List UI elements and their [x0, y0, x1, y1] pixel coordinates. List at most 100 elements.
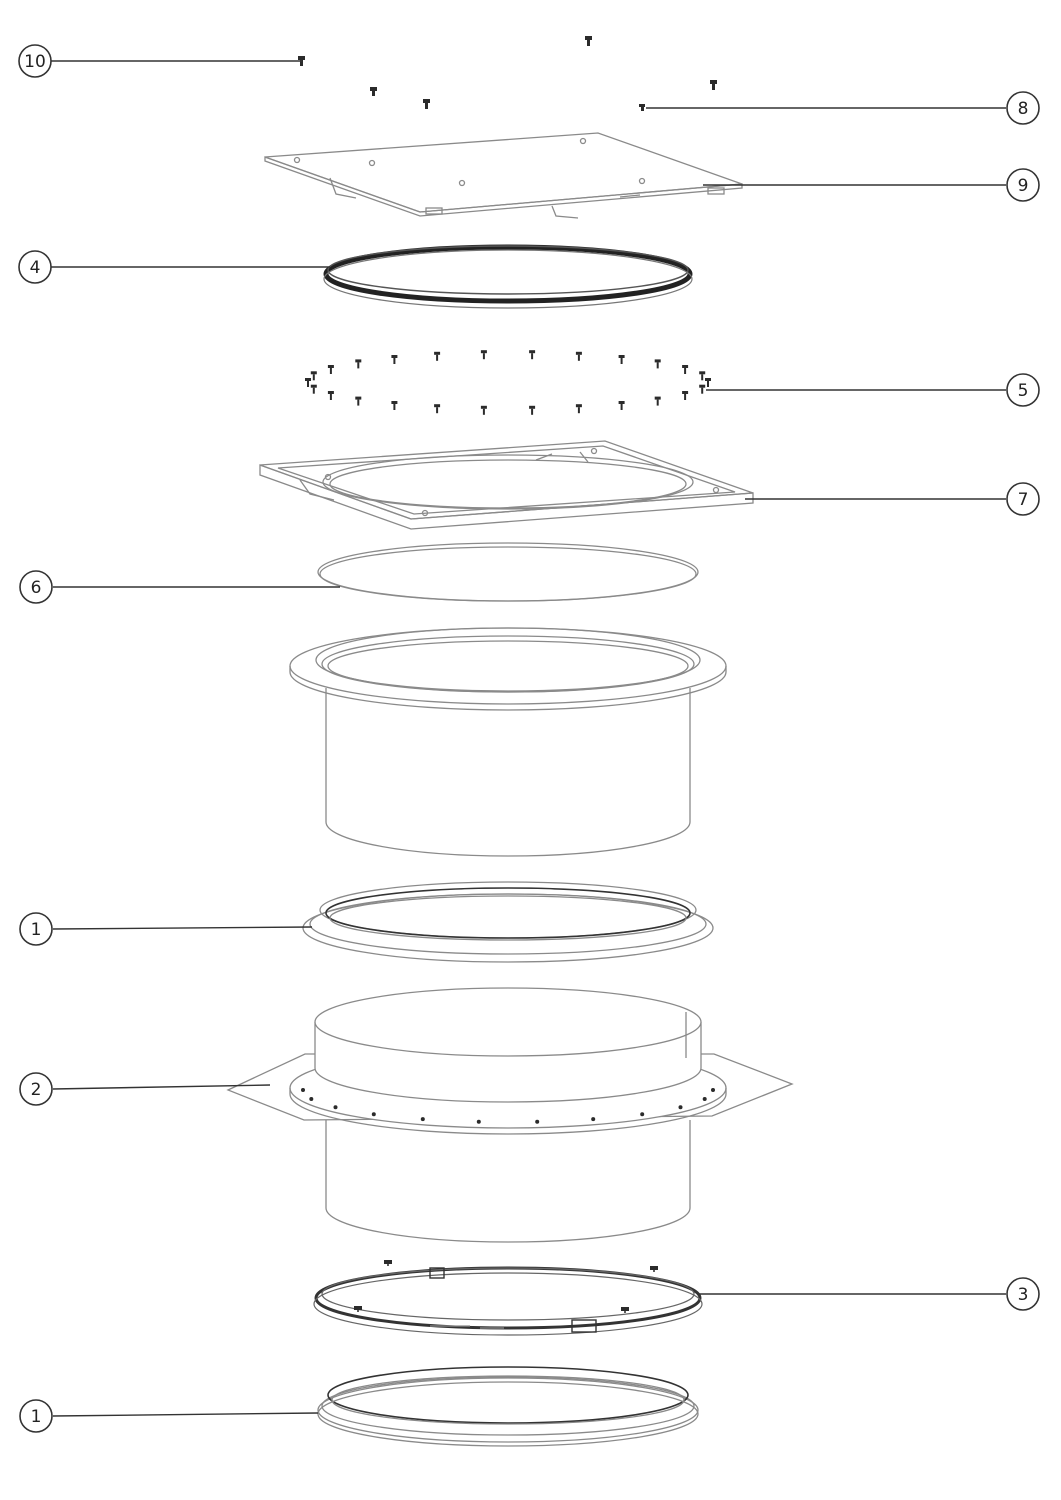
callout-4: 4 [18, 250, 52, 284]
ring-screw [699, 371, 706, 375]
leader-lines [51, 60, 1006, 1417]
flange-ring-upper [302, 881, 714, 963]
ring-screw-shank [436, 407, 439, 414]
callout-label: 8 [1018, 99, 1029, 119]
callout-9: 9 [1006, 168, 1040, 202]
callout-5: 5 [1006, 373, 1040, 407]
leader-1-upper [52, 926, 313, 930]
leader-1-lower [52, 1412, 319, 1417]
ring-screw [682, 391, 689, 394]
ring-screw-shank [329, 394, 332, 400]
callout-8: 8 [1006, 91, 1040, 125]
ring-screw-shank [620, 404, 623, 410]
ring-screw [434, 404, 441, 408]
clamp-ring [313, 1260, 703, 1336]
callout-label: 7 [1018, 490, 1029, 510]
gasket-ring [323, 244, 693, 309]
screw-ring [305, 350, 711, 415]
ring-screw-shank [620, 358, 623, 364]
ring-screw [705, 378, 711, 381]
ring-screw [391, 355, 398, 358]
callout-10: 10 [18, 44, 52, 78]
callout-label: 1 [31, 1407, 42, 1427]
ring-screw [305, 378, 311, 381]
bolt-hole [678, 1105, 683, 1110]
ring-screw [327, 365, 334, 368]
screw-10 [298, 56, 305, 60]
o-ring [317, 542, 699, 602]
ring-screw-shank [482, 353, 485, 360]
callout-1-lower: 1 [19, 1399, 53, 1433]
ring-screw [699, 384, 706, 388]
ring-screw [310, 371, 317, 375]
bolt-hole [640, 1112, 645, 1117]
ring-screw-shank [701, 374, 704, 381]
ring-screw-shank [357, 399, 360, 406]
ring-screw [529, 405, 536, 409]
ring-screw [310, 384, 317, 388]
ring-screw-shank [656, 362, 659, 369]
bolt-hole [301, 1088, 305, 1092]
ring-screw-shank [577, 407, 580, 414]
ring-screw-shank [577, 354, 580, 361]
ring-screw [618, 401, 625, 404]
screw-8 [639, 104, 645, 107]
top-screws [298, 36, 717, 111]
ring-screw-shank [357, 362, 360, 369]
callout-label: 2 [31, 1080, 42, 1100]
ring-screw [654, 396, 661, 400]
top-plate [264, 132, 743, 219]
ring-screw [391, 401, 398, 404]
ring-screw [355, 396, 362, 400]
ring-screw-shank [707, 381, 709, 387]
callout-3: 3 [1006, 1277, 1040, 1311]
ring-screw [654, 359, 661, 363]
callout-label: 10 [24, 52, 46, 72]
callout-7: 7 [1006, 482, 1040, 516]
ring-screw [575, 351, 582, 355]
ring-screw-shank [436, 354, 439, 361]
ring-screw [575, 404, 582, 408]
bolt-hole [711, 1088, 715, 1092]
ring-screw [480, 405, 487, 409]
ring-screw [434, 351, 441, 355]
ring-screw [355, 359, 362, 363]
ring-screw [529, 350, 536, 354]
ring-screw-shank [684, 368, 687, 374]
callout-label: 5 [1018, 381, 1029, 401]
screw [370, 87, 377, 91]
ring-screw-shank [656, 399, 659, 406]
ring-screw-shank [531, 353, 534, 360]
ring-screw [480, 350, 487, 354]
ring-screw-shank [307, 381, 309, 387]
callout-label: 9 [1018, 176, 1029, 196]
bolt-hole [591, 1117, 596, 1122]
ring-screw-shank [393, 358, 396, 364]
bolt-hole [535, 1119, 540, 1124]
leader-2 [52, 1084, 271, 1090]
flange-ring-lower [317, 1366, 699, 1447]
ring-screw-shank [393, 404, 396, 410]
flanged-cylinder [289, 627, 727, 857]
ring-screw-shank [329, 368, 332, 374]
ring-screw-shank [482, 408, 485, 415]
screw [585, 36, 592, 40]
bolt-hole [476, 1119, 481, 1124]
callout-1-upper: 1 [19, 912, 53, 946]
screw [423, 99, 430, 103]
ring-screw [618, 355, 625, 358]
frame [259, 440, 754, 530]
base-housing [226, 987, 794, 1243]
callouts: 10 8 9 4 5 7 6 1 [18, 44, 1040, 1433]
bolt-hole [309, 1097, 314, 1101]
callout-label: 6 [31, 578, 42, 598]
screw [710, 80, 717, 84]
bolt-hole [420, 1117, 425, 1122]
ring-screw [327, 391, 334, 394]
ring-screw [682, 365, 689, 368]
ring-screw-shank [684, 394, 687, 400]
callout-label: 4 [30, 258, 41, 278]
ring-screw-shank [701, 387, 704, 394]
